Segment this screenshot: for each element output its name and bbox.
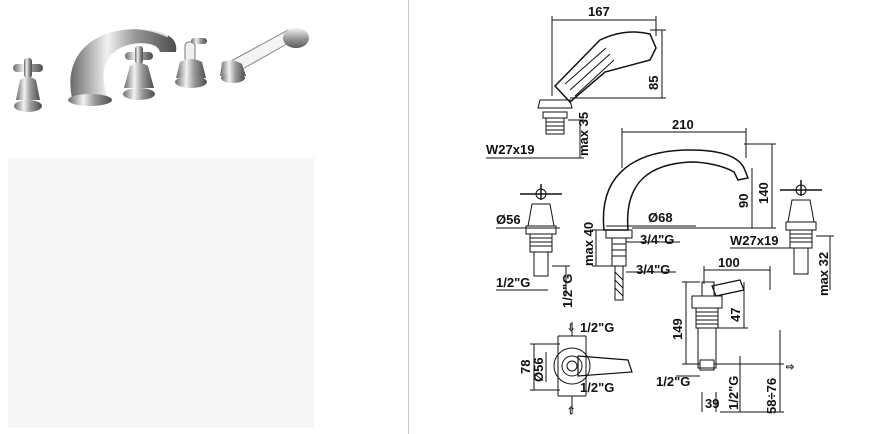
left-cross-valve-photo <box>13 58 43 112</box>
dim-spout-height-90: 90 <box>736 194 751 208</box>
dim-diverter-inlet: 1/2"G <box>656 374 690 389</box>
dim-top-view-inlet-bottom: 1/2"G <box>580 380 614 395</box>
center-cross-valve-photo <box>123 46 155 100</box>
panel-divider <box>408 0 409 434</box>
dim-shower-width: 167 <box>588 4 610 19</box>
dim-spout-thread-1: 3/4"G <box>640 232 674 247</box>
right-valve-elevation <box>730 180 834 290</box>
dim-diverter-range: 58÷76 <box>764 378 779 414</box>
dim-diverter-height: 149 <box>670 318 685 340</box>
dim-spout-height-140: 140 <box>756 182 771 204</box>
hand-shower-elevation <box>486 16 666 159</box>
arrow-up-icon: ⇧ <box>567 406 575 417</box>
dim-spout-max: max 40 <box>581 222 596 266</box>
spout-elevation <box>592 128 776 301</box>
dim-diverter-39: 39 <box>705 396 719 411</box>
dim-right-valve-thread: W27x19 <box>730 233 778 248</box>
dim-spout-diameter: Ø68 <box>648 210 673 225</box>
dim-valve-inlet: 1/2"G <box>496 275 530 290</box>
diverter-top-view <box>530 322 633 410</box>
left-valve-elevation <box>496 184 570 296</box>
dim-top-view-inlet-top: 1/2"G <box>580 320 614 335</box>
spout-photo <box>68 25 177 106</box>
dim-shower-thread: W27x19 <box>486 142 534 157</box>
dim-diverter-47: 47 <box>728 308 743 322</box>
product-photo <box>13 25 309 112</box>
dim-valve-diameter: Ø56 <box>496 212 521 227</box>
arrow-right-icon: ⇨ <box>786 362 795 373</box>
diverter-elevation <box>676 266 784 413</box>
hand-shower-photo <box>220 28 309 83</box>
empty-area <box>8 158 314 428</box>
dim-diverter-width: 100 <box>718 255 740 270</box>
arrow-down-icon: ⇩ <box>567 323 575 334</box>
diverter-photo <box>175 38 207 88</box>
dim-spout-thread-2: 3/4"G <box>636 262 670 277</box>
dim-diverter-inlet-g: 1/2"G <box>726 376 741 410</box>
dim-top-view-diameter: Ø56 <box>531 357 546 382</box>
dim-shower-height: 85 <box>646 76 661 90</box>
dim-valve-inlet-g: 1/2"G <box>560 274 575 308</box>
dim-right-valve-max: max 32 <box>816 252 831 296</box>
dim-top-view-78: 78 <box>518 360 533 374</box>
product-photo-panel <box>0 0 408 434</box>
dim-spout-length: 210 <box>672 117 694 132</box>
flow-arrows: ⇩ ⇧ ⇨ <box>567 323 795 417</box>
dim-shower-max: max 35 <box>576 112 591 156</box>
